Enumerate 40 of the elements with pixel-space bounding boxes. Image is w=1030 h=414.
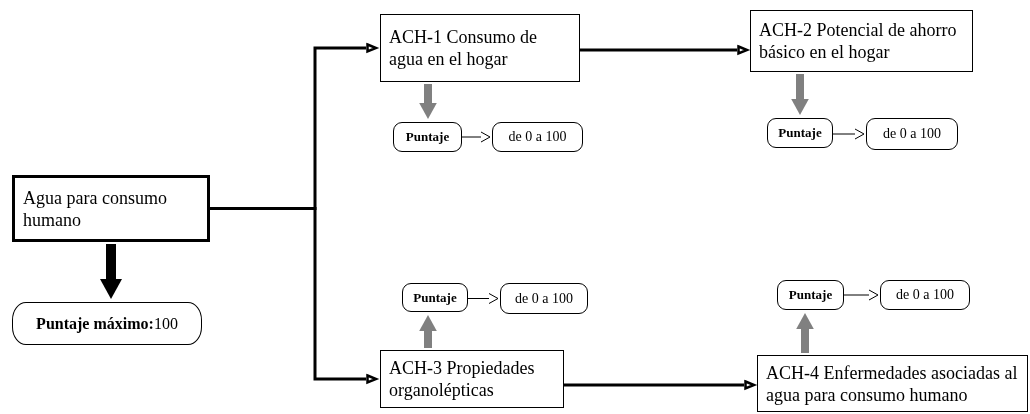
range-box: [880, 280, 970, 310]
category-title: Agua para consumo humano: [23, 186, 168, 231]
score-box: [402, 283, 468, 312]
indicator-box: [380, 350, 564, 408]
range-text: de 0 a 100: [883, 126, 941, 142]
connector-arrow: [564, 380, 756, 390]
connector-arrow: [580, 45, 749, 55]
indicator-title: ACH-2 Potencial de ahorro básico en el hogar: [759, 19, 958, 63]
indicator-title: ACH-4 Enfermedades asociadas al agua para consumo humano: [766, 361, 1019, 406]
indicator-box: [380, 14, 580, 82]
range-box: [500, 283, 588, 314]
score-label: Puntaje: [413, 289, 457, 306]
indicator-title: ACH-3 Propiedades organolépticas: [389, 357, 536, 401]
score-box: [393, 122, 462, 152]
score-box: [767, 118, 833, 148]
connector-arrow: [832, 128, 865, 140]
score-label: Puntaje: [788, 287, 833, 303]
indicator-box: [757, 355, 1028, 412]
block-arrow: [419, 84, 437, 119]
score-label: Puntaje: [405, 129, 450, 145]
range-text: de 0 a 100: [896, 287, 954, 303]
block-arrow: [100, 244, 122, 299]
block-arrow: [796, 313, 814, 353]
block-arrow: [419, 315, 437, 348]
max-score-text: Puntaje máximo:100: [36, 314, 178, 333]
range-box: [866, 118, 958, 150]
score-label: Puntaje: [778, 125, 822, 141]
range-text: de 0 a 100: [508, 129, 567, 145]
category-box: [12, 175, 210, 242]
block-arrow: [791, 74, 809, 115]
connector-arrow: [210, 207, 378, 384]
range-box: [492, 122, 583, 152]
indicator-box: [750, 10, 973, 72]
max-score-box: [12, 302, 202, 345]
indicator-title: ACH-1 Consumo de agua en el hogar: [389, 26, 538, 70]
connector-arrow: [843, 289, 879, 301]
connector-arrow: [467, 293, 499, 304]
connector-arrow: [461, 131, 491, 143]
score-box: [777, 280, 844, 310]
range-text: de 0 a 100: [515, 290, 573, 307]
